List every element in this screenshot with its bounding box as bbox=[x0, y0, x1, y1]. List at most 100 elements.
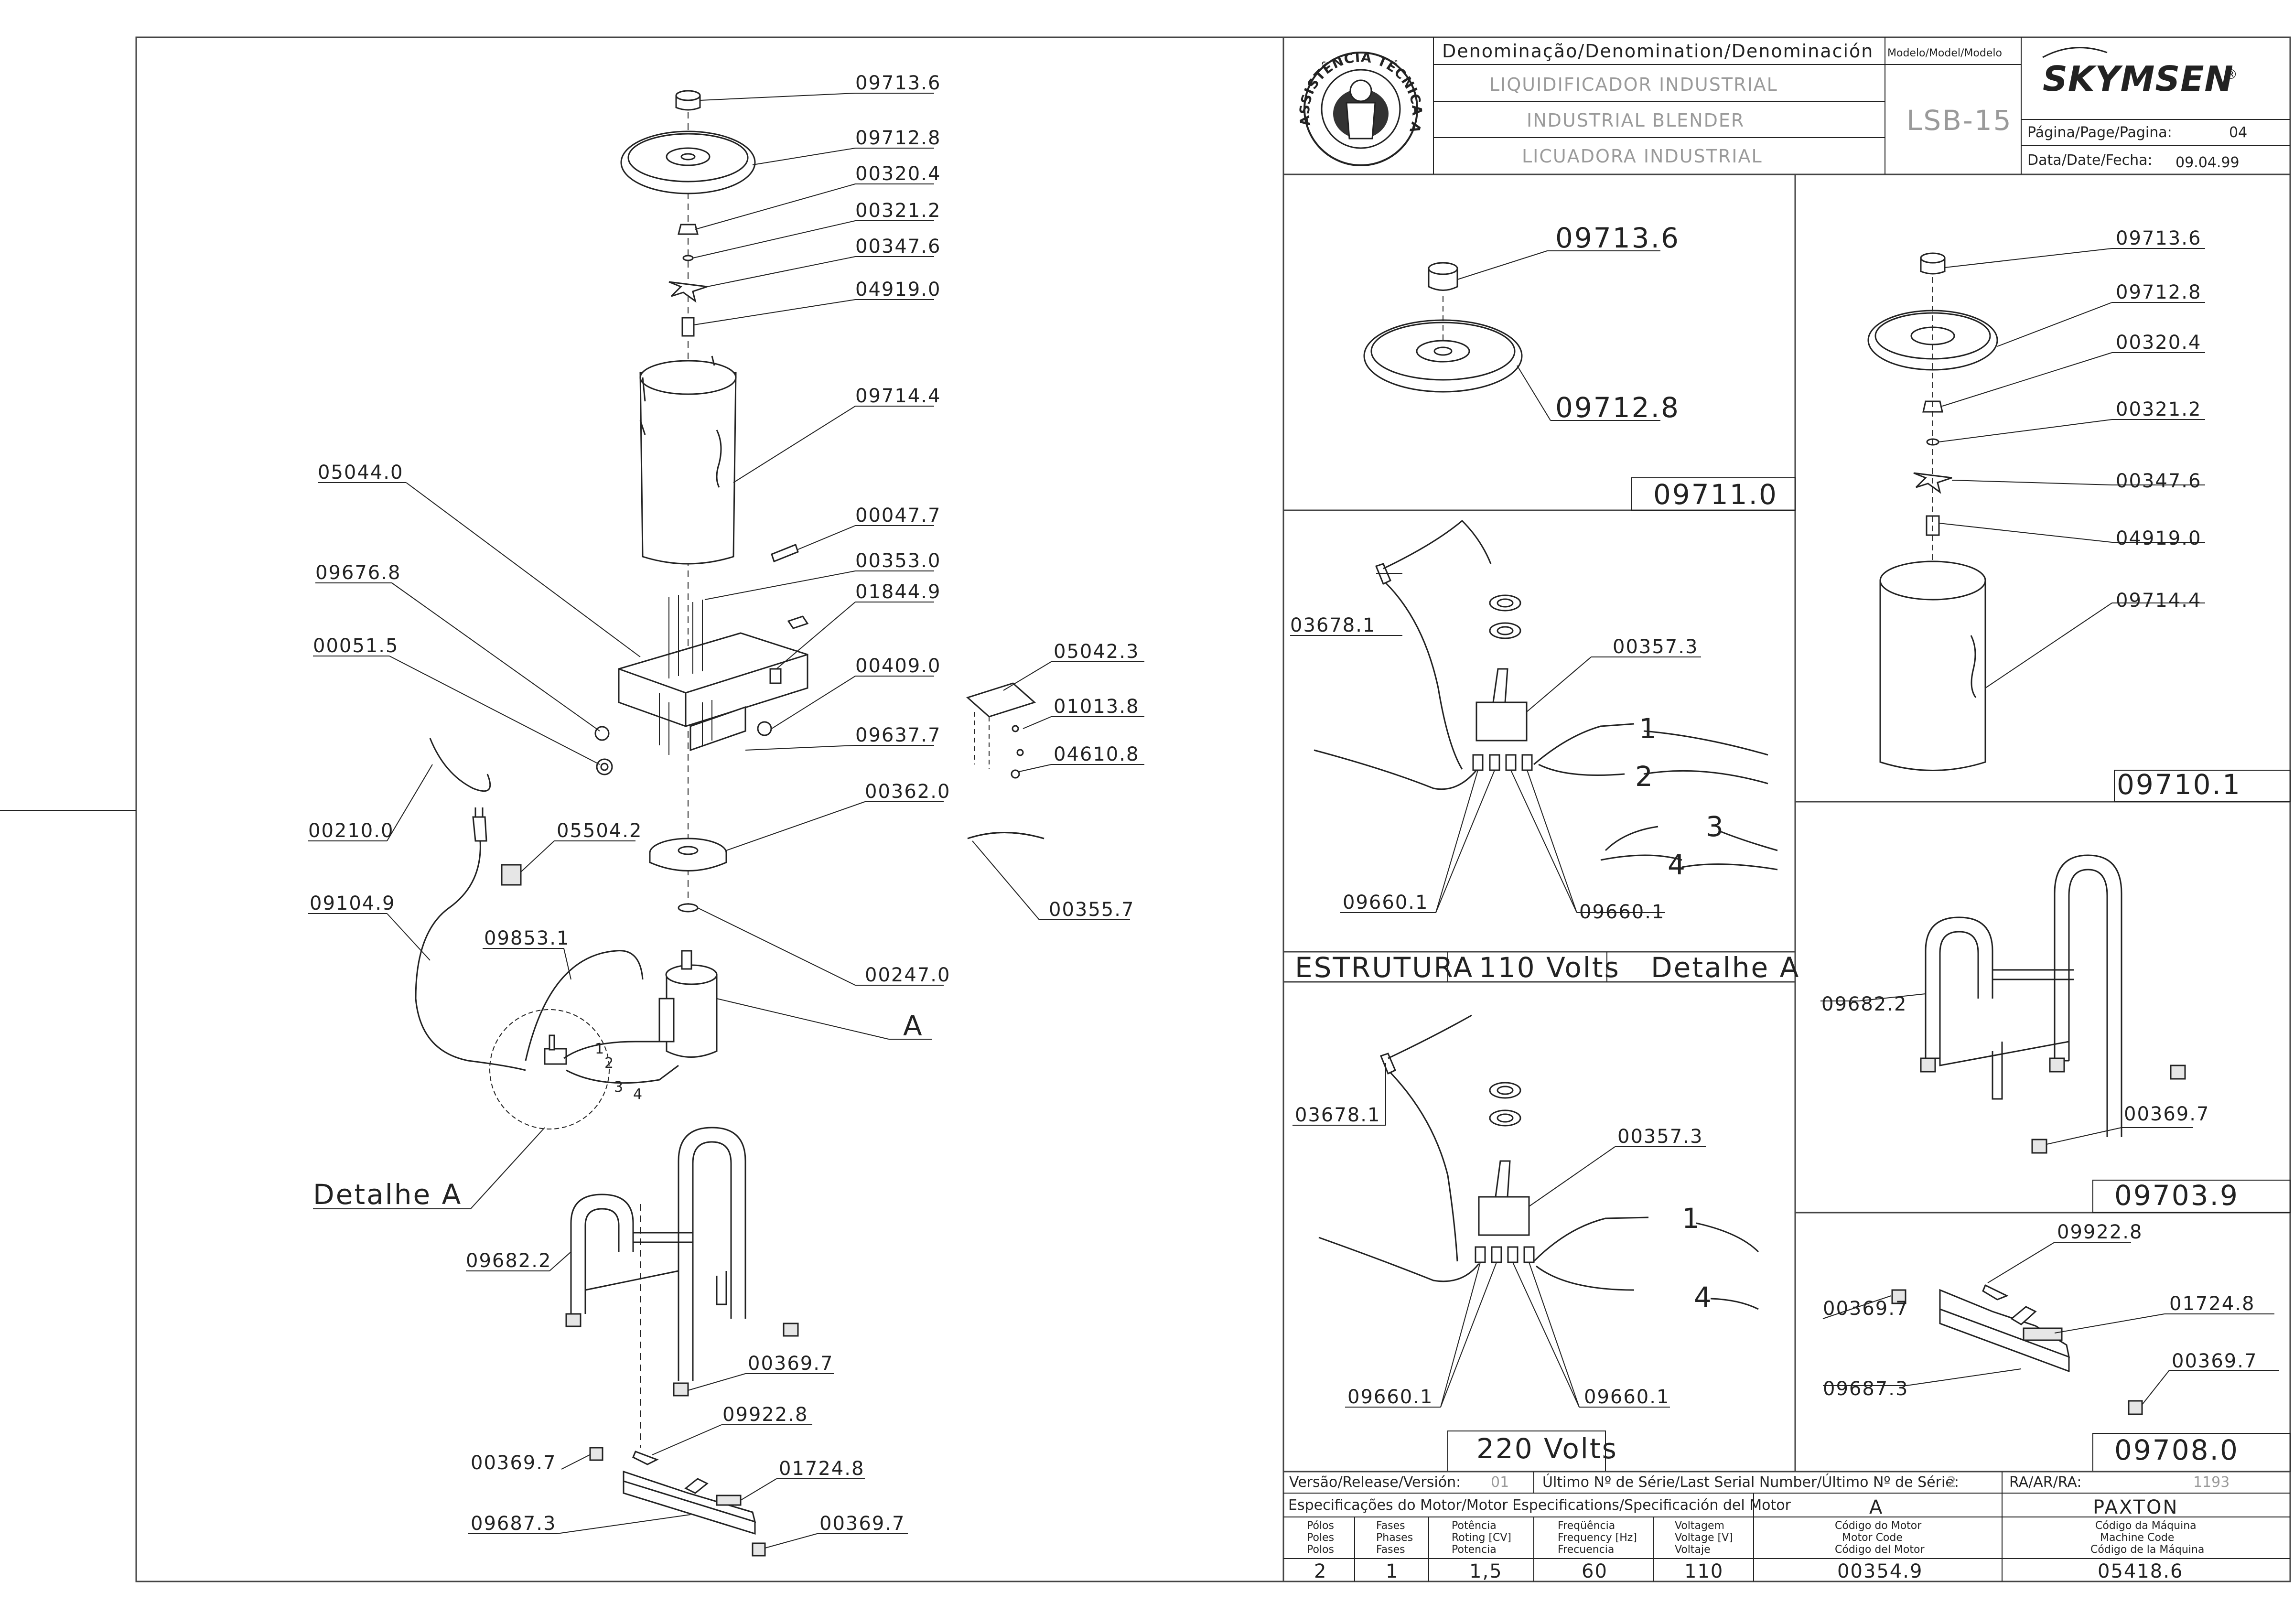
serial-value: 2 bbox=[1947, 1474, 1956, 1491]
spec-value: 110 bbox=[1684, 1560, 1723, 1582]
spec-value: 00354.9 bbox=[1837, 1560, 1923, 1582]
version-label: Versão/Release/Versión: bbox=[1289, 1474, 1461, 1491]
structure-part-label: 09682.2 bbox=[1821, 993, 1907, 1015]
wire-number: 4 bbox=[1668, 849, 1687, 881]
col-heading: Motor Code bbox=[1842, 1532, 1903, 1544]
detail-110-part-label: 03678.1 bbox=[1290, 614, 1376, 636]
cup-part-label: 09712.8 bbox=[2116, 281, 2201, 303]
denomination-header: Denominação/Denomination/Denominación bbox=[1442, 41, 1874, 62]
brand-swoosh bbox=[2042, 47, 2108, 58]
col-heading: Frecuencia bbox=[1558, 1544, 1614, 1556]
part-label: 05042.3 bbox=[1054, 641, 1139, 663]
structure-assembly-code: 09703.9 bbox=[2114, 1179, 2239, 1212]
part-label: 09682.2 bbox=[466, 1250, 551, 1272]
col-heading: Código do Motor bbox=[1835, 1520, 1922, 1532]
part-label: 00353.0 bbox=[855, 550, 941, 572]
brand-logo: SKYMSEN bbox=[2043, 59, 2234, 99]
part-label: 00362.0 bbox=[865, 781, 950, 803]
part-label: 09637.7 bbox=[855, 724, 941, 746]
col-heading: Phases bbox=[1376, 1532, 1413, 1544]
part-label: 00047.7 bbox=[855, 505, 941, 527]
cup-part-label: 00320.4 bbox=[2116, 332, 2201, 354]
date-value: 09.04.99 bbox=[2176, 154, 2240, 171]
spec-value: 1,5 bbox=[1469, 1560, 1503, 1582]
col-heading: Polos bbox=[1307, 1544, 1334, 1556]
base-part-label: 00369.7 bbox=[2172, 1350, 2257, 1372]
base-panel: 09708.0 09922.8 00369.7 01724.8 09687.3 … bbox=[1822, 1221, 2291, 1472]
part-label: 09676.8 bbox=[315, 562, 401, 584]
spec-value: 1 bbox=[1386, 1560, 1399, 1582]
base-part-label: 09922.8 bbox=[2057, 1221, 2143, 1243]
wire-number: 4 bbox=[1694, 1281, 1713, 1313]
lid-part-label: 09713.6 bbox=[1555, 222, 1680, 254]
voltage-220-label: 220 Volts bbox=[1476, 1432, 1618, 1465]
release-table: Versão/Release/Versión: 01 Último Nº de … bbox=[1283, 1471, 2290, 1494]
ra-label: RA/AR/RA: bbox=[2009, 1474, 2081, 1491]
motor-spec-header: Especificações do Motor/Motor Especifica… bbox=[1288, 1497, 1791, 1514]
cup-part-label: 09713.6 bbox=[2116, 227, 2201, 249]
detail-220-part-label: 03678.1 bbox=[1295, 1104, 1380, 1126]
detail-110-part-label: 00357.3 bbox=[1613, 636, 1698, 658]
cup-part-label: 04919.0 bbox=[2116, 527, 2201, 549]
col-heading: Pólos bbox=[1307, 1520, 1334, 1532]
page-number: 04 bbox=[2229, 124, 2247, 141]
detail-110-part-label: 09660.1 bbox=[1579, 901, 1665, 923]
part-label: 01013.8 bbox=[1054, 696, 1139, 718]
part-label: 00369.7 bbox=[819, 1513, 905, 1535]
part-label: 05504.2 bbox=[557, 820, 642, 842]
base-assembly-code: 09708.0 bbox=[2114, 1434, 2239, 1466]
col-heading: Roting [CV] bbox=[1452, 1532, 1511, 1544]
detail-220-part-label: 09660.1 bbox=[1584, 1386, 1669, 1408]
structure-panel: 09703.9 09682.2 00369.7 bbox=[1820, 854, 2291, 1213]
seal-text: ASSISTÊNCIA TÉCNICA AUTORIZADA bbox=[0, 0, 1424, 135]
col-heading: Frequency [Hz] bbox=[1558, 1532, 1637, 1544]
wire-number: 1 bbox=[1639, 712, 1658, 745]
spec-value: 05418.6 bbox=[2098, 1560, 2183, 1582]
part-label: 04610.8 bbox=[1054, 743, 1139, 765]
exploded-view: 1 2 3 4 bbox=[415, 90, 1045, 1557]
detail-wire-number: 1 bbox=[595, 1041, 604, 1057]
title-block: Denominação/Denomination/Denominación LI… bbox=[0, 0, 2290, 175]
detail-a-label: Detalhe A bbox=[1651, 951, 1800, 984]
part-label: 01844.9 bbox=[855, 581, 941, 603]
col-heading: Voltage [V] bbox=[1675, 1532, 1733, 1544]
motor-manufacturer: PAXTON bbox=[2093, 1496, 2178, 1518]
detail-220-part-label: 00357.3 bbox=[1617, 1126, 1703, 1148]
exploded-view-labels: 09713.6 09712.8 00320.4 00321.2 00347.6 … bbox=[308, 72, 1144, 1549]
date-label: Data/Date/Fecha: bbox=[2027, 152, 2153, 169]
name-pt: LIQUIDIFICADOR INDUSTRIAL bbox=[1489, 74, 1778, 95]
part-label: 00210.0 bbox=[308, 820, 394, 842]
motor-spec-table: Especificações do Motor/Motor Especifica… bbox=[1283, 1493, 2290, 1582]
version-value: 01 bbox=[1491, 1474, 1509, 1491]
part-label: 05044.0 bbox=[318, 462, 403, 484]
detail-220v-panel: 220 Volts 1 4 03678.1 00357.3 09660.1 09… bbox=[1292, 1014, 1759, 1472]
detail-110-part-label: 09660.1 bbox=[1343, 892, 1428, 914]
page-label: Página/Page/Pagina: bbox=[2027, 124, 2172, 141]
base-part-label: 09687.3 bbox=[1823, 1378, 1908, 1400]
cup-assembly-panel: 09710.1 09713.6 09712.8 00320.4 00321.2 … bbox=[1867, 227, 2291, 802]
part-label: 00409.0 bbox=[855, 655, 941, 677]
part-label: 09853.1 bbox=[484, 927, 570, 949]
name-en: INDUSTRIAL BLENDER bbox=[1527, 110, 1745, 131]
serial-label: Último Nº de Série/Last Serial Number/Úl… bbox=[1542, 1473, 1959, 1491]
cup-part-label: 09714.4 bbox=[2116, 590, 2201, 612]
part-label: 00051.5 bbox=[313, 635, 398, 657]
col-heading: Fases bbox=[1376, 1520, 1405, 1532]
part-label: 00369.7 bbox=[748, 1353, 833, 1375]
detail-wire-number: 3 bbox=[614, 1079, 623, 1096]
detail-wire-number: 4 bbox=[633, 1086, 642, 1103]
model-number: LSB-15 bbox=[1906, 104, 2013, 137]
part-label: 00369.7 bbox=[471, 1452, 556, 1474]
col-heading: Machine Code bbox=[2100, 1532, 2174, 1544]
part-label: 00321.2 bbox=[855, 200, 941, 222]
part-label: 00347.6 bbox=[855, 236, 941, 258]
col-heading: Código del Motor bbox=[1835, 1544, 1925, 1556]
model-header: Modelo/Model/Modelo bbox=[1887, 47, 2002, 59]
drawing-frame bbox=[135, 36, 2291, 1582]
structure-label: ESTRUTURA bbox=[1295, 951, 1474, 984]
motor-letter: A bbox=[1869, 1496, 1884, 1518]
part-label: 00247.0 bbox=[865, 964, 950, 986]
wire-number: 2 bbox=[1635, 760, 1654, 793]
detail-a-callout: Detalhe A bbox=[313, 1178, 462, 1211]
